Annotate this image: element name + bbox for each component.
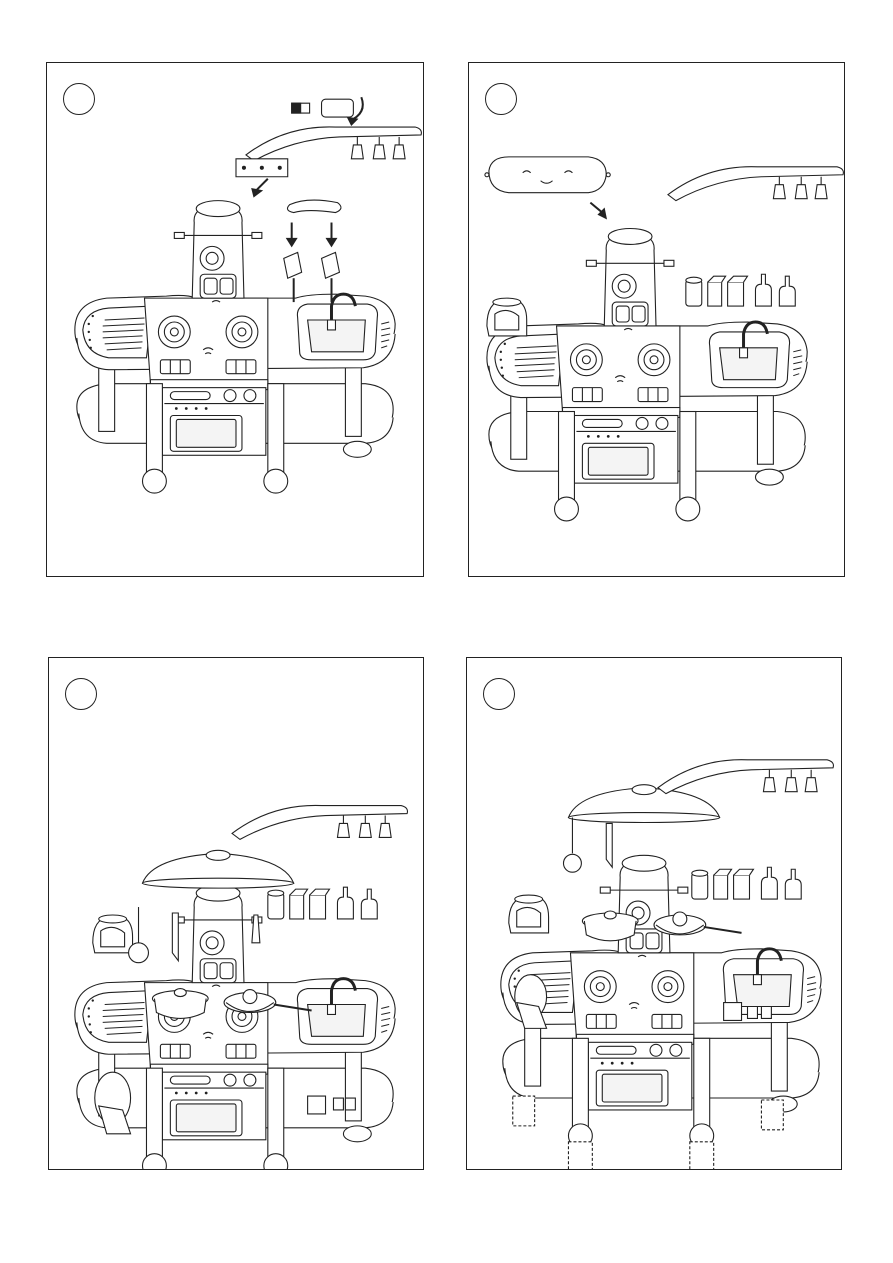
step-2-illustration: [469, 63, 844, 576]
step-2-panel: [468, 62, 845, 577]
step-4-illustration: [467, 658, 841, 1169]
step-4-panel: [466, 657, 842, 1170]
step-1-panel: [46, 62, 424, 577]
step-1-illustration: [47, 63, 423, 576]
step-3-panel: [48, 657, 424, 1170]
step-3-illustration: [49, 658, 423, 1169]
